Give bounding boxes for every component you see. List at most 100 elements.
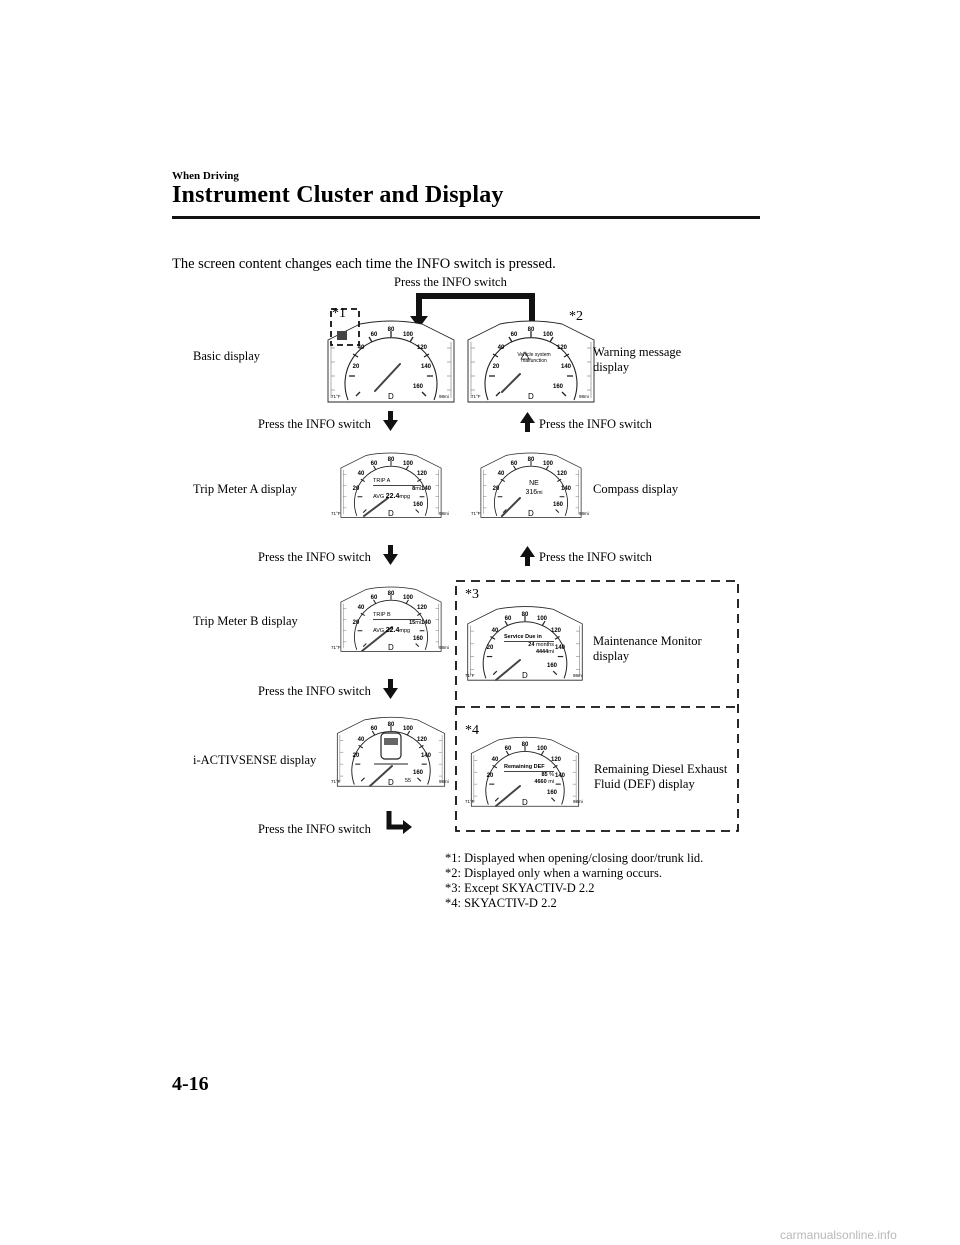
gauge-def-scale-2: 60	[504, 746, 512, 753]
trip-b-distance-unit: mi	[415, 620, 421, 626]
trip-b-avg-unit: mpg	[399, 628, 411, 634]
gauge-trip-b-scale-6: 140	[420, 620, 431, 627]
compass-direction: NE	[529, 480, 539, 487]
needle-trip-a	[363, 497, 389, 517]
gauge-trip-a-gear: D	[388, 509, 394, 519]
page-number: 4-16	[172, 1073, 209, 1095]
warning-text-1: Vehicle system	[517, 352, 551, 358]
trip-b-distance: 15	[409, 620, 416, 626]
gauge-trip-a-scale-3: 80	[387, 456, 395, 463]
gauge-maintenance-scale-7: 160	[546, 663, 557, 670]
def-distance: 4660	[534, 779, 547, 785]
up-arrows	[520, 412, 535, 566]
gauge-iactivsense-scale-0: 20	[352, 753, 360, 760]
car-icon	[374, 732, 408, 765]
gauge-def-temp: 71°F	[465, 799, 475, 805]
label-iactivsense-display: i-ACTIVSENSE display	[193, 753, 317, 767]
gauge-iactivsense-scale-2: 60	[370, 726, 378, 733]
press-label-1: Press the INFO switch	[258, 417, 371, 431]
marker-1: *1	[332, 306, 346, 321]
trip-a-tag: TRIP A	[373, 478, 421, 486]
maintenance-months: 24	[528, 642, 535, 648]
def-distance-unit: mi	[548, 779, 554, 785]
gauge-compass-scale-1: 40	[497, 471, 505, 478]
gauge-warning-gear: D	[528, 392, 534, 401]
gauge-trip-b-temp: 71°F	[331, 645, 341, 651]
needle-trip-b	[361, 626, 393, 652]
maintenance-distance: 4444	[535, 649, 549, 655]
gauge-basic-temp: 71°F	[331, 394, 341, 399]
info-switch-arrow-top	[410, 293, 535, 330]
gauge-def-odo: 98mi	[573, 799, 583, 805]
gauge-maintenance-scale-3: 80	[521, 611, 529, 618]
gauge-trip-a-scale-0: 20	[352, 486, 360, 493]
press-label-3: Press the INFO switch	[258, 550, 371, 564]
gauge-warning-scale-6: 140	[560, 364, 571, 370]
footnote-3: *3: Except SKYACTIV-D 2.2	[445, 881, 595, 895]
gauge-trip-a-temp: 71°F	[331, 511, 341, 517]
gauge-trip-a-scale-1: 40	[357, 471, 365, 478]
warning-icon	[520, 351, 530, 360]
gauge-trip-a-scale-4: 100	[402, 460, 413, 467]
gauge-trip-a-scale-2: 60	[370, 460, 378, 467]
trip-b-tag: TRIP B	[373, 612, 421, 620]
gauge-compass-temp: 71°F	[471, 511, 481, 517]
label-compass-display: Compass display	[593, 482, 679, 496]
label-maintenance-display: Maintenance Monitor display	[593, 634, 702, 663]
needle-basic	[374, 363, 401, 392]
maintenance-head: Service Due in	[504, 634, 554, 642]
gauge-def-gear: D	[522, 797, 528, 807]
gauge-iactivsense-scale-4: 100	[402, 726, 413, 733]
gauge-iactivsense-gear: D	[388, 777, 394, 787]
label-trip-a-display: Trip Meter A display	[193, 482, 298, 496]
turn-arrow	[386, 811, 412, 834]
gauge-trip-a-odo: 98mi	[439, 511, 449, 517]
marker-4: *4	[465, 723, 479, 738]
gauge-warning-scale-2: 60	[510, 332, 518, 338]
trip-a-avg: 22.4	[385, 493, 400, 500]
gauge-basic-gear: D	[388, 392, 394, 401]
gauge-trip-b-scale-5: 120	[416, 605, 427, 612]
gauge-warning-scale-4: 100	[542, 332, 553, 338]
watermark: carmanualsonline.info	[780, 1228, 897, 1242]
label-warning-display: Warning message display	[593, 345, 682, 374]
trip-a-avg-label: AVG	[373, 494, 385, 500]
needle-warning	[501, 373, 521, 393]
def-head: Remaining DEF	[504, 764, 554, 772]
gauge-basic-scale-2: 60	[370, 332, 378, 338]
gauge-maintenance-gear: D	[522, 671, 528, 681]
gauge-basic-scale-4: 100	[402, 332, 413, 338]
def-percent-unit: %	[549, 772, 554, 778]
gauge-trip-b-gear: D	[388, 643, 394, 653]
gauge-compass-scale-2: 60	[510, 460, 518, 467]
gauge-compass-gear: D	[528, 509, 534, 519]
down-arrows	[383, 411, 398, 699]
page-title: Instrument Cluster and Display	[172, 182, 504, 208]
gauge-maintenance-scale-6: 140	[554, 645, 565, 652]
gauge-basic-scale-3: 80	[387, 327, 395, 333]
gauge-def-scale-1: 40	[491, 757, 499, 764]
gauge-compass-scale-5: 120	[556, 471, 567, 478]
gauge-compass-scale-7: 160	[552, 502, 563, 509]
label-trip-b-display: Trip Meter B display	[193, 614, 298, 628]
gauge-def-scale-0: 20	[486, 773, 494, 780]
gauge-def-scale-5: 120	[550, 757, 561, 764]
needle-maintenance	[495, 659, 521, 681]
footnotes: *1: Displayed when opening/closing door/…	[445, 851, 703, 911]
gauge-def-scale-6: 140	[554, 773, 565, 780]
def-percent: 85	[541, 772, 548, 778]
gauge-trip-a-scale-7: 160	[412, 502, 423, 509]
gauge-warning-scale-0: 20	[492, 364, 500, 370]
gauge-basic-scale-7: 160	[412, 384, 423, 390]
gauge-warning-scale-5: 120	[556, 345, 567, 351]
gauge-iactivsense-odo: 98mi	[439, 779, 449, 785]
warning-text-2: malfunction	[521, 358, 547, 364]
gauge-warning-scale-3: 80	[527, 327, 535, 333]
gauge-def-scale-3: 80	[521, 741, 529, 748]
gauge-iactivsense-scale-5: 120	[416, 737, 427, 744]
gauge-iactivsense-scale-7: 160	[412, 770, 423, 777]
footnote-1: *1: Displayed when opening/closing door/…	[445, 851, 704, 865]
gauge-iactivsense-scale-6: 140	[420, 753, 431, 760]
gauge-basic-scale-1: 40	[357, 345, 365, 351]
